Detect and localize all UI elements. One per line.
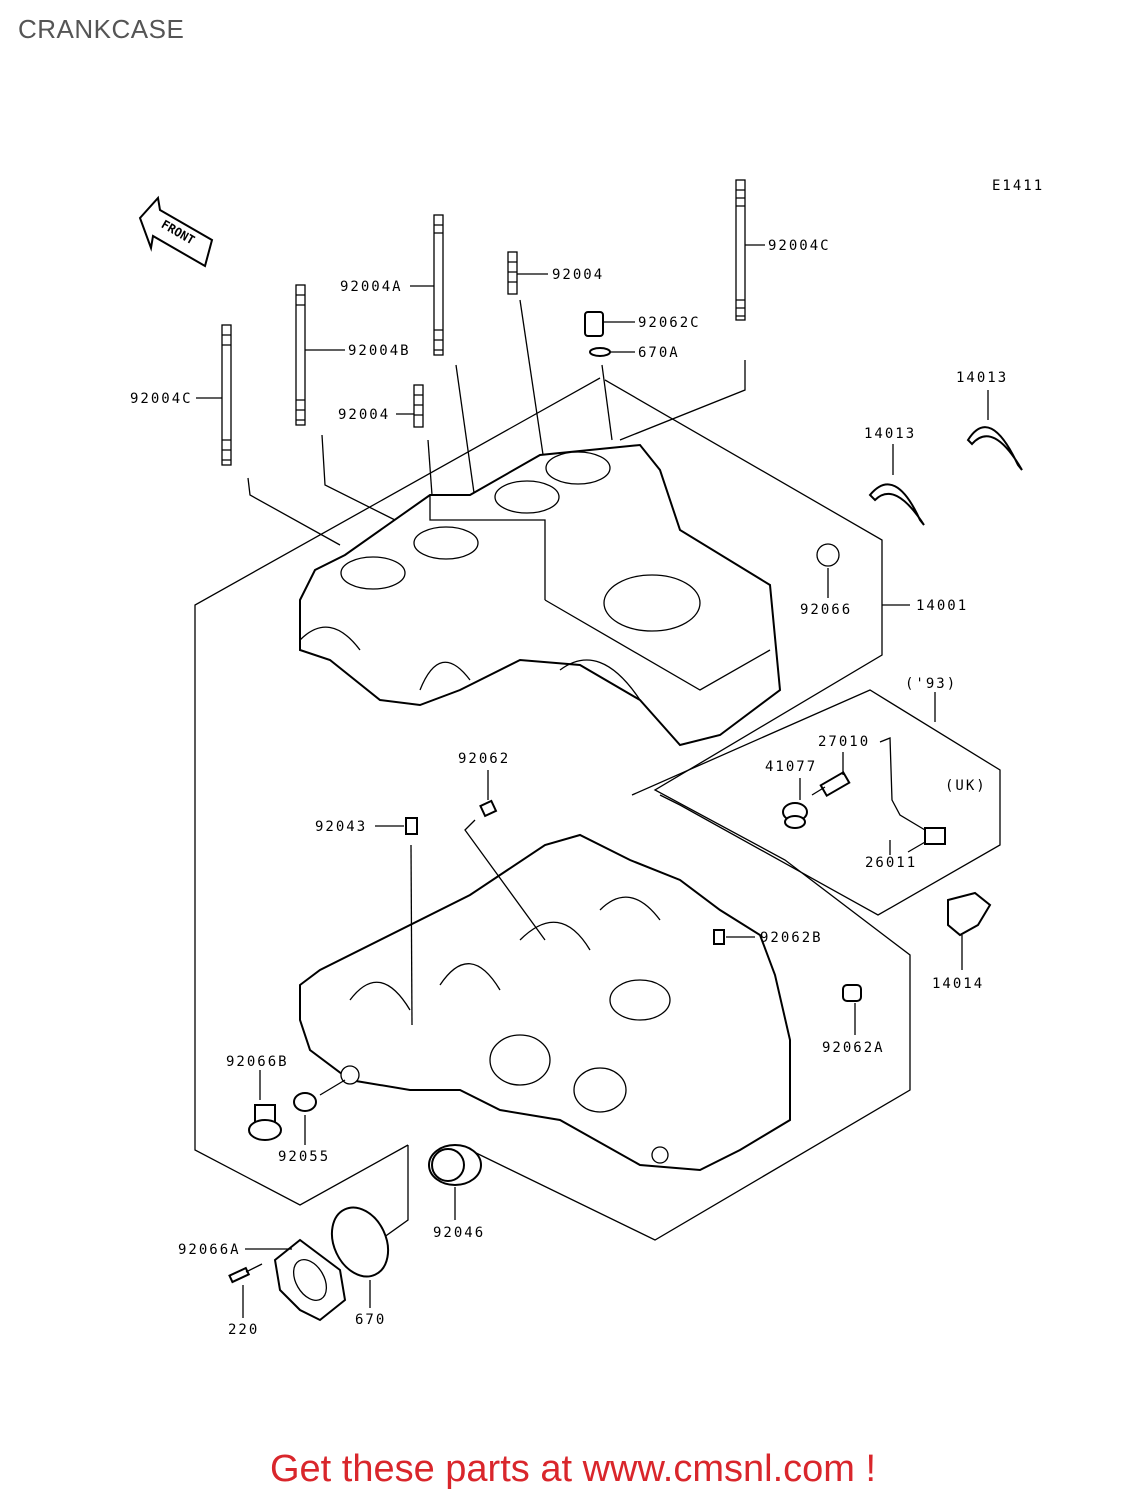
upper-crankcase-14001: [299, 443, 782, 747]
sensor-27010-icon: [811, 770, 851, 798]
stud-92004a: [433, 214, 476, 501]
leader-lines: [196, 244, 989, 1318]
bearing-92046-icon: [428, 1144, 482, 1186]
parts-diagram: E1411 FRONT: [130, 178, 1044, 1338]
group-outline-93: [631, 689, 1001, 916]
label-92062b: 92062B: [760, 930, 823, 946]
label-92004c-left: 92004C: [130, 391, 193, 407]
cover-92066a-icon: [273, 1238, 347, 1322]
label-92043: 92043: [315, 819, 367, 835]
label-92066: 92066: [800, 602, 852, 618]
bracket-14014-icon: [947, 891, 992, 937]
label-220: 220: [228, 1322, 259, 1338]
label-92004c-right: 92004C: [768, 238, 831, 254]
label-92062c: 92062C: [638, 315, 701, 331]
label-670a: 670A: [638, 345, 680, 361]
label-92004-small: 92004: [338, 407, 390, 423]
plug-92066b-icon: [248, 1104, 282, 1141]
stud-92004c-left: [221, 324, 341, 546]
oring-670-icon: [330, 1206, 390, 1278]
label-92004a: 92004A: [340, 279, 403, 295]
group-outline-bottom-link: [379, 1145, 409, 1241]
dowel-92043-icon: [405, 817, 418, 835]
group-outline-left: [194, 377, 601, 1206]
label-26011: 26011: [865, 855, 917, 871]
label-14014: 14014: [932, 976, 984, 992]
lower-crankcase: [299, 833, 791, 1172]
thrust-washer-14013-left-icon: [868, 483, 925, 526]
stud-92004c-right: [619, 179, 746, 441]
plug-92066-icon: [816, 543, 840, 567]
label-14001: 14001: [916, 598, 968, 614]
thrust-washer-14013-right-icon: [966, 426, 1023, 471]
label-14013-left: 14013: [864, 426, 916, 442]
label-41077: 41077: [765, 759, 817, 775]
collar-92062c-icon: [584, 311, 604, 337]
label-92062: 92062: [458, 751, 510, 767]
page-title: CRANKCASE: [18, 14, 185, 44]
label-92004: 92004: [552, 267, 604, 283]
dowel-92062b-icon: [713, 929, 725, 945]
label-92066b: 92066B: [226, 1054, 289, 1070]
oring-670a-icon: [589, 347, 611, 357]
label-uk-note: (UK): [945, 778, 987, 794]
label-92055: 92055: [278, 1149, 330, 1165]
label-92046: 92046: [433, 1225, 485, 1241]
label-92066a: 92066A: [178, 1242, 241, 1258]
front-arrow-icon: FRONT: [138, 195, 214, 268]
label-14013-right: 14013: [956, 370, 1008, 386]
label-27010: 27010: [818, 734, 870, 750]
diagram-code: E1411: [992, 178, 1044, 194]
dowel-92062-icon: [479, 799, 498, 818]
label-92062a: 92062A: [822, 1040, 885, 1056]
plug-41077-icon: [782, 802, 808, 829]
plug-92062a-icon: [842, 984, 862, 1002]
lead-26011-icon: [879, 737, 946, 853]
oring-92055-icon: [293, 1092, 317, 1112]
bolt-220-icon: [228, 1263, 263, 1284]
stud-92004-small: [413, 384, 433, 496]
label-92004b: 92004B: [348, 343, 411, 359]
group-outline-upper: [469, 379, 911, 1241]
footer-banner[interactable]: Get these parts at www.cmsnl.com !: [269, 1448, 877, 1490]
stud-92004b: [295, 284, 396, 521]
label-93-note: ('93): [905, 676, 957, 692]
label-670: 670: [355, 1312, 386, 1328]
